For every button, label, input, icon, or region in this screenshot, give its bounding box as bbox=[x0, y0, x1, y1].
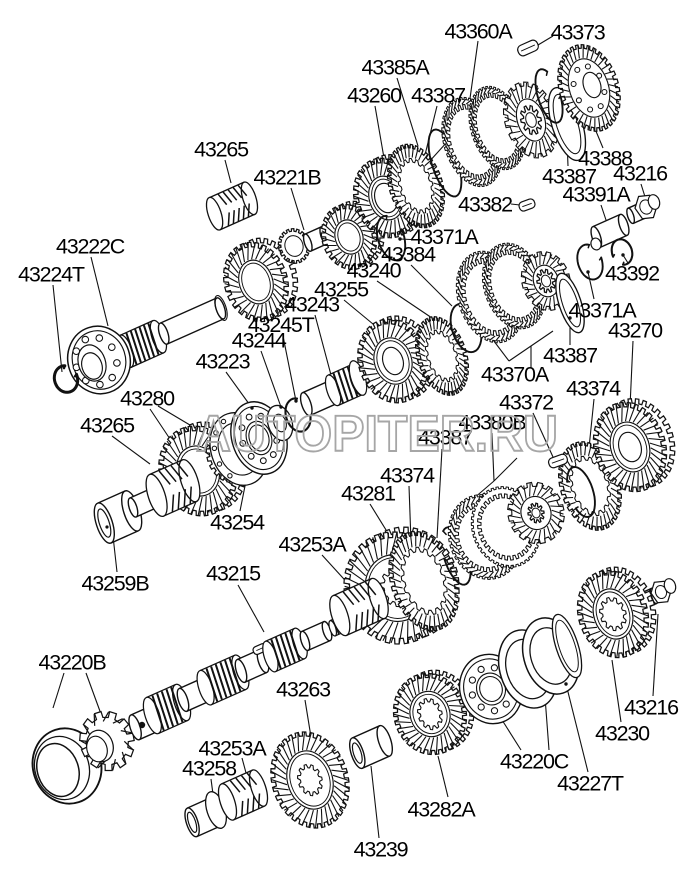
svg-text:43387: 43387 bbox=[542, 165, 596, 189]
svg-text:43371A: 43371A bbox=[411, 225, 480, 249]
svg-text:43384: 43384 bbox=[381, 243, 436, 267]
svg-text:43230: 43230 bbox=[595, 722, 650, 746]
svg-text:43258: 43258 bbox=[182, 757, 237, 781]
svg-text:43265: 43265 bbox=[80, 414, 135, 438]
svg-text:43281: 43281 bbox=[341, 482, 395, 506]
svg-text:43374: 43374 bbox=[566, 377, 621, 401]
svg-text:43223: 43223 bbox=[196, 350, 251, 374]
svg-text:43387: 43387 bbox=[411, 84, 465, 108]
svg-text:43374: 43374 bbox=[380, 464, 435, 488]
svg-text:43255: 43255 bbox=[314, 277, 369, 301]
svg-text:43391A: 43391A bbox=[563, 183, 632, 207]
svg-text:43280: 43280 bbox=[120, 387, 175, 411]
svg-text:43387: 43387 bbox=[543, 344, 597, 368]
svg-text:43373: 43373 bbox=[551, 21, 606, 45]
svg-text:43387: 43387 bbox=[418, 426, 472, 450]
svg-text:43385A: 43385A bbox=[362, 56, 431, 80]
svg-text:43215: 43215 bbox=[206, 562, 261, 586]
svg-text:43245T: 43245T bbox=[248, 313, 315, 337]
svg-text:43220B: 43220B bbox=[39, 651, 107, 675]
svg-text:43259B: 43259B bbox=[82, 572, 150, 596]
svg-text:43382: 43382 bbox=[458, 193, 512, 217]
svg-text:43253A: 43253A bbox=[279, 533, 348, 557]
svg-text:43270: 43270 bbox=[608, 319, 663, 343]
svg-text:43372: 43372 bbox=[499, 391, 553, 415]
svg-text:AUTOPITER.RU: AUTOPITER.RU bbox=[196, 405, 558, 462]
svg-text:43216: 43216 bbox=[613, 162, 668, 186]
svg-text:43254: 43254 bbox=[210, 511, 265, 535]
svg-text:43227T: 43227T bbox=[557, 772, 624, 796]
svg-text:43240: 43240 bbox=[347, 258, 402, 282]
svg-text:43239: 43239 bbox=[354, 838, 408, 862]
svg-text:43220C: 43220C bbox=[500, 750, 569, 774]
svg-text:43370A: 43370A bbox=[481, 363, 550, 387]
svg-text:43260: 43260 bbox=[347, 84, 402, 108]
svg-text:43221B: 43221B bbox=[254, 166, 322, 190]
svg-text:43265: 43265 bbox=[194, 138, 249, 162]
svg-text:43243: 43243 bbox=[285, 292, 340, 316]
svg-text:43244: 43244 bbox=[232, 329, 287, 353]
svg-text:43380B: 43380B bbox=[459, 411, 527, 435]
svg-text:43388: 43388 bbox=[578, 147, 633, 171]
svg-text:43263: 43263 bbox=[276, 678, 331, 702]
svg-text:43282A: 43282A bbox=[408, 798, 477, 822]
svg-text:43371A: 43371A bbox=[569, 299, 638, 323]
svg-text:43222C: 43222C bbox=[56, 235, 125, 259]
svg-text:43253A: 43253A bbox=[199, 737, 268, 761]
svg-text:43224T: 43224T bbox=[18, 263, 85, 287]
svg-text:43216: 43216 bbox=[624, 696, 679, 720]
svg-text:43392: 43392 bbox=[605, 262, 659, 286]
svg-text:43360A: 43360A bbox=[445, 20, 514, 44]
